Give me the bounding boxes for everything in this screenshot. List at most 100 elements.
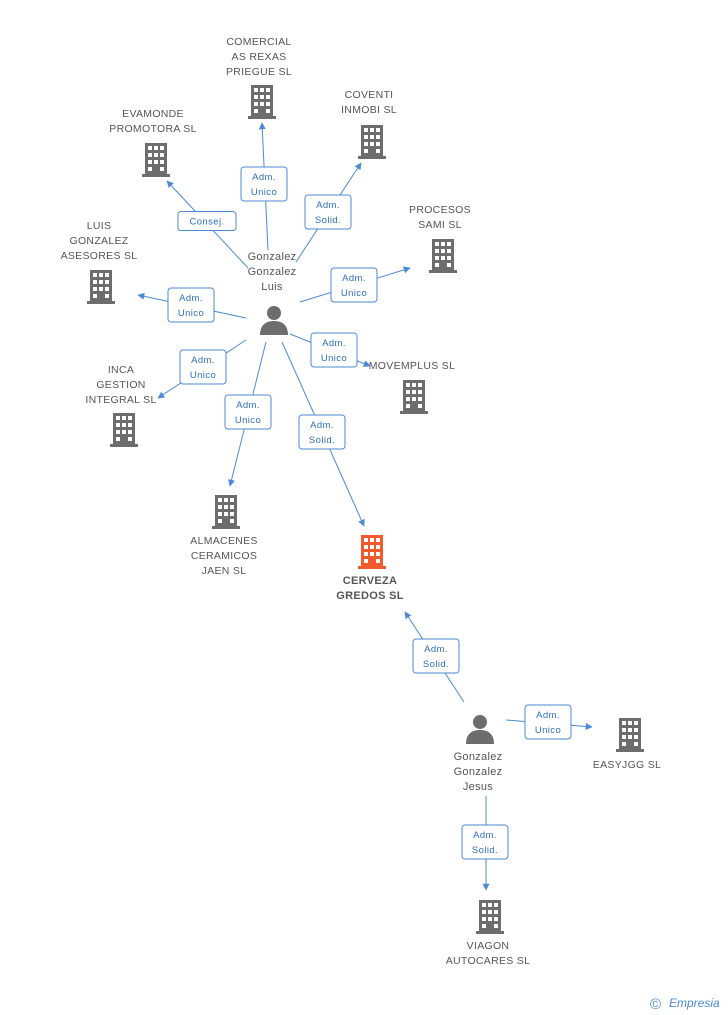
company-name-line: EASYJGG SL bbox=[593, 759, 661, 771]
role-badge[interactable]: Adm. Solid. bbox=[304, 194, 352, 230]
role-label: Adm. bbox=[424, 644, 448, 655]
company-name-line: COMERCIAL bbox=[226, 36, 291, 48]
company-name-line: AUTOCARES SL bbox=[446, 955, 531, 967]
company-name-line: JAEN SL bbox=[202, 565, 247, 577]
role-badge-box bbox=[177, 211, 237, 231]
building-icon bbox=[358, 535, 386, 569]
role-badge[interactable]: Adm.Unico bbox=[179, 349, 227, 385]
role-label: Solid. bbox=[315, 215, 341, 226]
role-badge[interactable]: Adm. Unico bbox=[330, 267, 378, 303]
person-name-line: Gonzalez bbox=[248, 251, 297, 263]
role-badge-box bbox=[179, 349, 227, 385]
person-name-line: Jesus bbox=[463, 781, 493, 793]
company-name-line: LUIS bbox=[87, 220, 112, 232]
role-label: Adm. bbox=[536, 710, 560, 721]
company-node-coventi[interactable]: COVENTI INMOBI SL bbox=[341, 89, 397, 159]
role-label: Solid. bbox=[309, 435, 335, 446]
role-badge-box bbox=[224, 394, 272, 430]
footer: © Empresia bbox=[650, 996, 720, 1013]
company-name-line: GREDOS SL bbox=[336, 590, 404, 602]
role-label: Adm. bbox=[310, 420, 334, 431]
building-icon bbox=[142, 143, 170, 177]
company-name-line: GONZALEZ bbox=[70, 235, 129, 247]
building-icon bbox=[212, 495, 240, 529]
person-name-line: Gonzalez bbox=[248, 266, 297, 278]
role-badge[interactable]: Consej. bbox=[177, 211, 237, 231]
role-badge[interactable]: Adm. Solid. bbox=[461, 824, 509, 860]
company-name-line: VIAGON bbox=[467, 940, 510, 952]
role-label: Adm. bbox=[316, 200, 340, 211]
company-name-line: AS REXAS bbox=[232, 51, 287, 63]
role-label: Adm. bbox=[322, 338, 346, 349]
role-badge[interactable]: Adm. Unico bbox=[224, 394, 272, 430]
company-name-line: PROCESOS bbox=[409, 204, 471, 216]
role-label: Unico bbox=[341, 288, 367, 299]
company-node-cerveza[interactable]: CERVEZA GREDOS SL bbox=[336, 535, 404, 602]
building-icon bbox=[110, 413, 138, 447]
role-label: Solid. bbox=[472, 845, 498, 856]
nodes-layer: COMERCIAL AS REXAS PRIEGUE SL EVAMONDE PROMO… bbox=[61, 36, 661, 967]
person-name-line: Gonzalez bbox=[454, 766, 503, 778]
role-badge-box bbox=[310, 332, 358, 368]
company-node-comercial[interactable]: COMERCIAL AS REXAS PRIEGUE SL bbox=[226, 36, 292, 119]
company-name-line: COVENTI bbox=[345, 89, 394, 101]
company-name-line: PRIEGUE SL bbox=[226, 66, 292, 78]
building-icon bbox=[400, 380, 428, 414]
role-label: Adm. bbox=[236, 400, 260, 411]
building-icon bbox=[248, 85, 276, 119]
company-node-easyjgg[interactable]: EASYJGG SL bbox=[593, 718, 661, 771]
role-badge-box bbox=[412, 638, 460, 674]
company-node-evamonde[interactable]: EVAMONDE PROMOTORA SL bbox=[109, 108, 196, 177]
role-badge-box bbox=[524, 704, 572, 740]
building-icon bbox=[476, 900, 504, 934]
building-icon bbox=[616, 718, 644, 752]
company-name-line: ALMACENES bbox=[190, 535, 257, 547]
copyright-symbol: © bbox=[650, 996, 661, 1013]
role-label: Adm. bbox=[252, 172, 276, 183]
role-badge-box bbox=[330, 267, 378, 303]
company-name-line: INMOBI SL bbox=[341, 104, 397, 116]
role-badge-box bbox=[461, 824, 509, 860]
company-node-movemplus[interactable]: MOVEMPLUS SL bbox=[369, 360, 455, 414]
role-badge[interactable]: Adm. Solid. bbox=[412, 638, 460, 674]
company-name-line: INTEGRAL SL bbox=[85, 394, 156, 406]
role-badge[interactable]: Adm. Unico bbox=[240, 166, 288, 202]
role-label: Unico bbox=[235, 415, 261, 426]
role-badge-box bbox=[240, 166, 288, 202]
role-label: Unico bbox=[251, 187, 277, 198]
role-badge-box bbox=[304, 194, 352, 230]
role-label: Adm. bbox=[473, 830, 497, 841]
roles-layer: Adm.UnicoConsej.Adm.Solid.Adm.UnicoAdm.U… bbox=[167, 166, 572, 860]
role-badge[interactable]: Adm. Unico bbox=[310, 332, 358, 368]
role-label: Unico bbox=[178, 308, 204, 319]
company-name-line: PROMOTORA SL bbox=[109, 123, 196, 135]
role-label: Adm. bbox=[342, 273, 366, 284]
role-badge[interactable]: Adm. Unico bbox=[167, 287, 215, 323]
company-name-line: GESTION bbox=[96, 379, 145, 391]
company-name-line: CERVEZA bbox=[343, 575, 397, 587]
company-name-line: MOVEMPLUS SL bbox=[369, 360, 455, 372]
person-name-line: Gonzalez bbox=[454, 751, 503, 763]
person-icon bbox=[260, 306, 288, 335]
role-badge[interactable]: Adm. Unico bbox=[524, 704, 572, 740]
building-icon bbox=[429, 239, 457, 273]
company-name-line: EVAMONDE bbox=[122, 108, 184, 120]
role-badge[interactable]: Adm. Solid. bbox=[298, 414, 346, 450]
role-label: Unico bbox=[535, 725, 561, 736]
role-badge-box bbox=[298, 414, 346, 450]
role-label: Adm. bbox=[179, 293, 203, 304]
role-label: Adm. bbox=[191, 355, 215, 366]
company-node-viagon[interactable]: VIAGON AUTOCARES SL bbox=[446, 900, 531, 967]
role-label: Unico bbox=[321, 353, 347, 364]
role-label: Solid. bbox=[423, 659, 449, 670]
building-icon bbox=[87, 270, 115, 304]
brand-logo[interactable]: Empresia bbox=[669, 996, 720, 1010]
role-label: Consej. bbox=[189, 217, 224, 228]
